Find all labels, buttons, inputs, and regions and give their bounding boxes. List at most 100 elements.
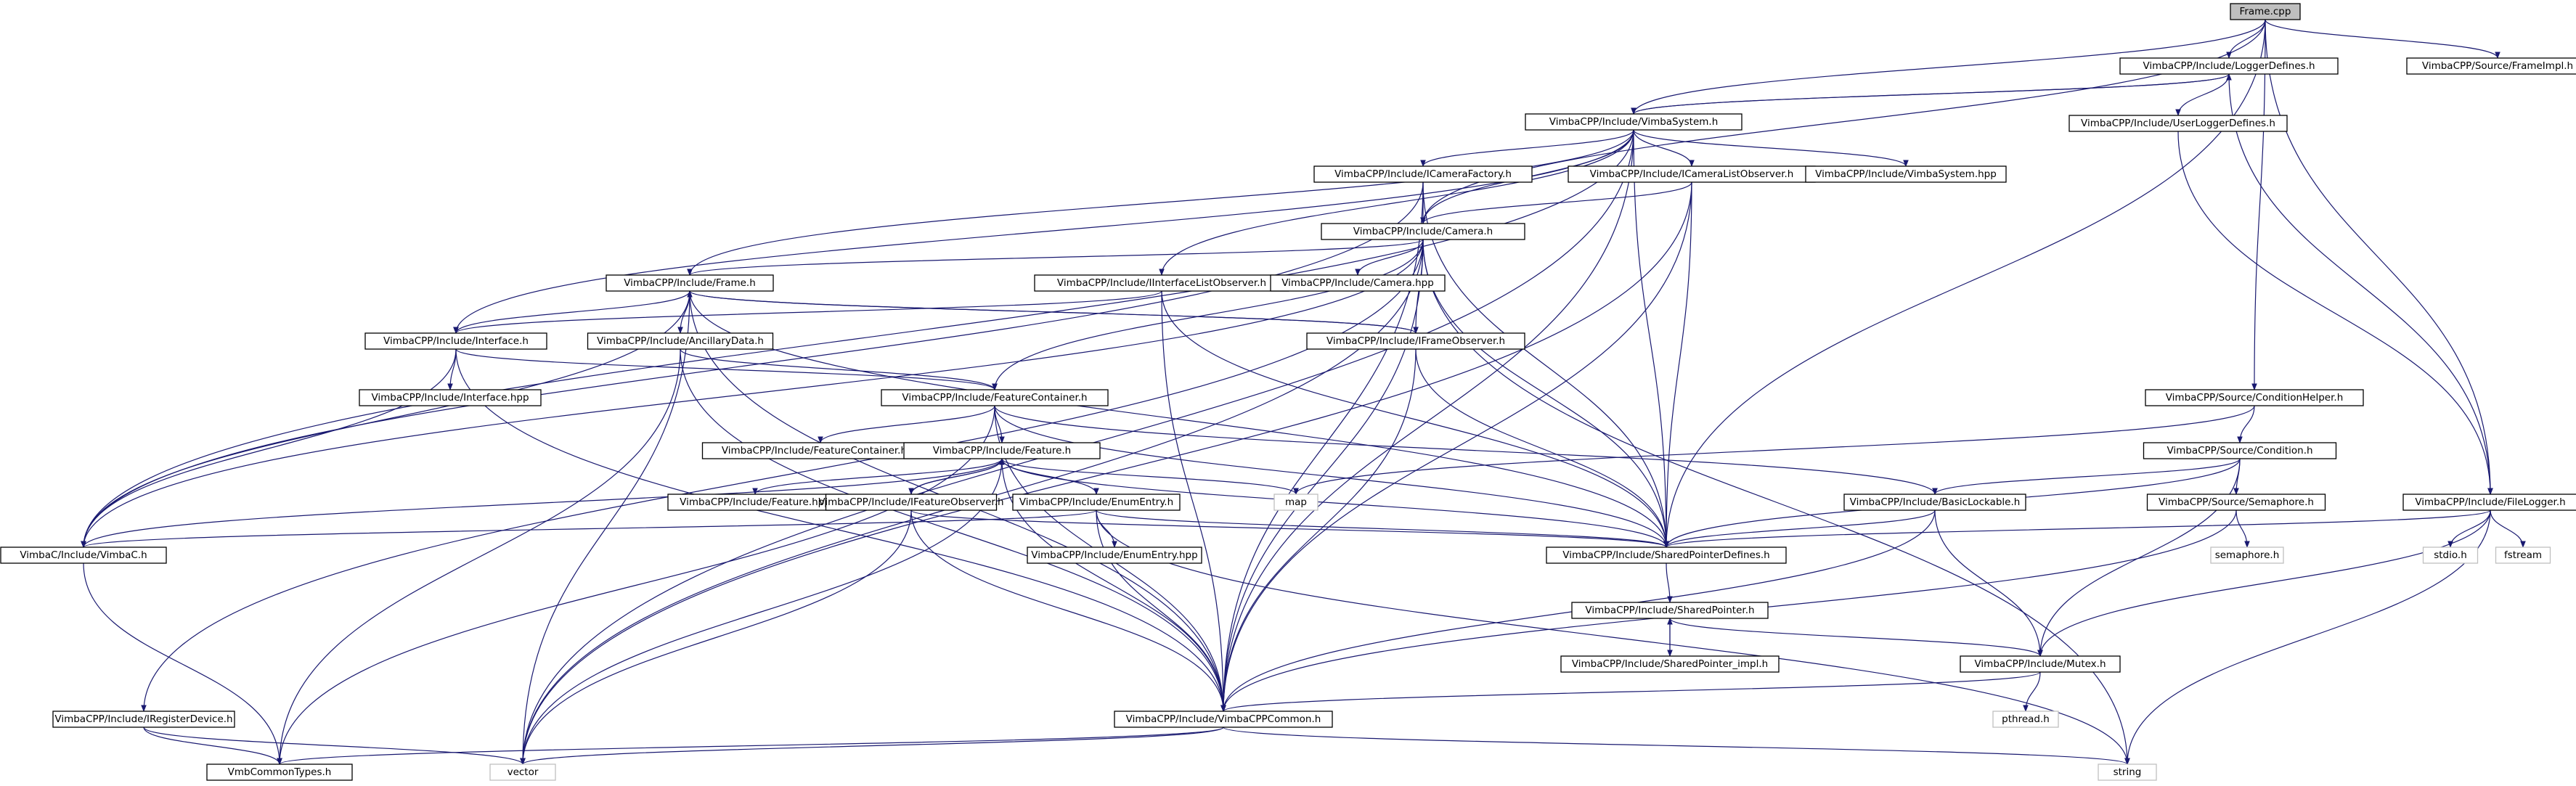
node-label: VimbaCPP/Include/Camera.h xyxy=(1353,226,1493,237)
node-label: VimbaC/Include/VimbaC.h xyxy=(20,549,147,561)
include-edge-n3-n7 xyxy=(1633,129,1909,167)
header-file-node[interactable]: VimbaCPP/Include/Camera.hpp xyxy=(1270,274,1446,292)
header-file-node[interactable]: VimbaCPP/Include/Camera.h xyxy=(1321,223,1525,240)
header-file-node[interactable]: VimbaCPP/Include/Feature.hpp xyxy=(667,494,843,511)
node-box xyxy=(1560,655,1780,673)
node-box xyxy=(2143,442,2337,459)
include-edge-n12-n28 xyxy=(81,348,457,548)
header-file-node[interactable]: VimbaCPP/Include/EnumEntry.hpp xyxy=(1027,546,1202,564)
header-file-node[interactable]: VimbaCPP/Include/BasicLockable.h xyxy=(1843,494,2026,511)
node-label: VmbCommonTypes.h xyxy=(228,766,332,778)
system-header-node: semaphore.h xyxy=(2210,546,2284,564)
header-file-node[interactable]: VimbaCPP/Source/FrameImpl.h xyxy=(2406,57,2576,75)
header-file-node[interactable]: VimbaCPP/Source/Condition.h xyxy=(2143,442,2337,459)
node-box xyxy=(0,546,167,564)
header-file-node[interactable]: VimbaCPP/Include/ICameraFactory.h xyxy=(1313,165,1533,183)
node-label: VimbaCPP/Include/SharedPointerDefines.h xyxy=(1562,549,1769,561)
include-edge-n9-n41 xyxy=(520,290,690,765)
include-edge-n20-n25 xyxy=(1932,458,2241,495)
node-label: stdio.h xyxy=(2434,549,2467,561)
include-edge-n3-n1 xyxy=(1633,73,2232,115)
header-file-node[interactable]: VimbaCPP/Include/Interface.hpp xyxy=(359,389,542,406)
system-header-node: fstream xyxy=(2495,546,2551,564)
node-box xyxy=(1525,113,1743,131)
node-label: string xyxy=(2114,766,2142,778)
include-edge-n8-n9 xyxy=(687,239,1424,276)
include-edge-n17-n20 xyxy=(2237,405,2255,443)
include-edge-n0-n2 xyxy=(2265,19,2500,59)
header-file-node[interactable]: VimbaCPP/Include/FeatureContainer.h xyxy=(881,389,1109,406)
header-file-node[interactable]: VimbaCPP/Include/IFrameObserver.h xyxy=(1306,332,1525,350)
header-file-node[interactable]: VimbaCPP/Include/VimbaSystem.h xyxy=(1525,113,1743,131)
node-label: VimbaCPP/Include/Interface.hpp xyxy=(371,392,529,404)
include-edge-n6-n30 xyxy=(1663,181,1692,548)
header-file-node[interactable]: VimbaCPP/Source/ConditionHelper.h xyxy=(2145,389,2364,406)
node-box xyxy=(2145,389,2364,406)
header-file-node[interactable]: VimbaC/Include/VimbaC.h xyxy=(0,546,167,564)
header-file-node[interactable]: VimbaCPP/Include/IFeatureObserver.h xyxy=(818,494,1004,511)
include-edge-n3-n12 xyxy=(453,129,1634,334)
header-file-node[interactable]: VimbaCPP/Include/IRegisterDevice.h xyxy=(52,711,235,728)
node-label: VimbaCPP/Include/ICameraFactory.h xyxy=(1334,168,1512,180)
include-edge-n23-n30 xyxy=(910,509,1669,548)
header-file-node[interactable]: VimbaCPP/Include/Frame.h xyxy=(606,274,774,292)
header-file-node[interactable]: VmbCommonTypes.h xyxy=(206,764,353,781)
header-file-node[interactable]: VimbaCPP/Include/FeatureContainer.hpp xyxy=(701,442,939,459)
include-edge-n0-n27 xyxy=(2265,19,2493,495)
header-file-node[interactable]: VimbaCPP/Include/IInterfaceListObserver.… xyxy=(1034,274,1289,292)
include-edge-n10-n12 xyxy=(453,290,1162,334)
include-edge-n0-n1 xyxy=(2226,19,2266,59)
node-box xyxy=(1313,165,1533,183)
include-edge-n10-n30 xyxy=(1161,290,1669,548)
header-file-node[interactable]: VimbaCPP/Include/AncillaryData.h xyxy=(587,332,774,350)
node-layer: Frame.cppVimbaCPP/Include/LoggerDefines.… xyxy=(0,3,2576,781)
node-box xyxy=(206,764,353,781)
header-file-node[interactable]: VimbaCPP/Include/Mutex.h xyxy=(1960,655,2121,673)
header-file-node[interactable]: VimbaCPP/Source/Semaphore.h xyxy=(2146,494,2326,511)
header-file-node[interactable]: VimbaCPP/Include/ICameraListObserver.h xyxy=(1568,165,1816,183)
header-file-node[interactable]: VimbaCPP/Include/FileLogger.h xyxy=(2402,494,2576,511)
header-file-node[interactable]: VimbaCPP/Include/VimbaCPPCommon.h xyxy=(1114,711,1333,728)
node-label: VimbaCPP/Include/VimbaCPPCommon.h xyxy=(1126,713,1321,725)
include-edge-n1-n27 xyxy=(2228,73,2493,495)
include-edge-n37-n40 xyxy=(143,726,282,765)
node-label: VimbaCPP/Include/EnumEntry.h xyxy=(1019,496,1173,508)
node-label: VimbaCPP/Include/IFrameObserver.h xyxy=(1326,335,1505,347)
node-label: Frame.cpp xyxy=(2240,6,2291,17)
node-box xyxy=(52,711,235,728)
node-box xyxy=(2402,494,2576,511)
header-file-node[interactable]: VimbaCPP/Include/Interface.h xyxy=(364,332,547,350)
include-edge-n39-n41 xyxy=(520,726,1224,765)
node-box xyxy=(364,332,547,350)
include-edge-n9-n12 xyxy=(453,290,690,334)
header-file-node[interactable]: VimbaCPP/Include/UserLoggerDefines.h xyxy=(2068,115,2288,132)
node-label: VimbaCPP/Include/ICameraListObserver.h xyxy=(1590,168,1794,180)
header-file-node[interactable]: VimbaCPP/Include/LoggerDefines.h xyxy=(2119,57,2339,75)
header-file-node[interactable]: VimbaCPP/Include/SharedPointer.h xyxy=(1571,602,1769,619)
include-edge-n3-n10 xyxy=(1159,129,1634,276)
include-edge-n16-n25 xyxy=(994,405,1938,495)
node-label: VimbaCPP/Include/VimbaSystem.h xyxy=(1549,116,1719,128)
header-file-node[interactable]: VimbaCPP/Include/SharedPointerDefines.h xyxy=(1546,546,1787,564)
include-edge-n3-n30 xyxy=(1633,129,1669,548)
include-edge-n30-n34 xyxy=(1666,562,1673,603)
node-label: VimbaCPP/Include/IRegisterDevice.h xyxy=(54,713,232,725)
include-edge-n3-n9 xyxy=(687,129,1634,276)
node-box xyxy=(1321,223,1525,240)
node-box xyxy=(2146,494,2326,511)
header-file-node[interactable]: VimbaCPP/Include/VimbaSystem.hpp xyxy=(1805,165,2007,183)
include-edge-n24-n30 xyxy=(1096,509,1669,548)
include-edge-n19-n22 xyxy=(752,458,1003,495)
include-edge-n0-n3 xyxy=(1631,19,2266,115)
include-edge-n6-n39 xyxy=(1220,181,1692,712)
include-edge-n0-n17 xyxy=(2251,19,2266,390)
include-edge-n37-n41 xyxy=(143,726,526,765)
node-label: VimbaCPP/Include/BasicLockable.h xyxy=(1850,496,2021,508)
header-file-node[interactable]: VimbaCPP/Include/EnumEntry.h xyxy=(1012,494,1181,511)
include-edge-n5-n30 xyxy=(1422,181,1669,548)
header-file-node[interactable]: VimbaCPP/Include/Feature.h xyxy=(903,442,1101,459)
node-box xyxy=(1012,494,1181,511)
node-label: VimbaCPP/Include/FeatureContainer.hpp xyxy=(722,445,919,457)
header-file-node[interactable]: VimbaCPP/Include/SharedPointer_impl.h xyxy=(1560,655,1780,673)
